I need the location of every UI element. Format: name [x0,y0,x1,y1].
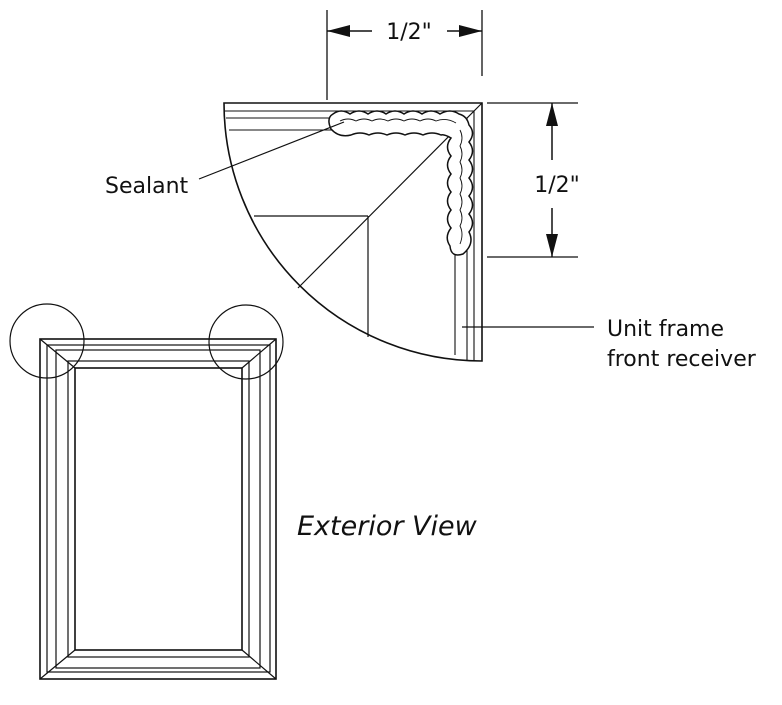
unit-frame-label-line1: Unit frame [607,317,724,342]
miter-bottom-right [241,649,277,680]
miter-bottom-left [39,649,76,680]
dim-v-arrow-bottom [546,234,558,257]
exterior-view-caption: Exterior View [297,511,478,542]
dim-vertical-label: 1/2" [534,173,580,198]
frame-outer [39,338,277,680]
frame-ring-2 [55,349,261,669]
sealant-texture-top [339,118,457,124]
callout-circle-left [9,303,85,379]
sealant-texture-side [459,129,463,245]
frame-ring-1 [46,344,271,673]
sealant-bead [328,110,474,256]
dimension-vertical [487,102,578,258]
sealant-leader-line [198,121,345,180]
miter-top-right [241,338,277,369]
miter-top-left [39,338,76,369]
dim-horizontal-label: 1/2" [386,20,432,45]
exterior-window-frame [39,338,277,680]
unit-frame-label-line2: front receiver [607,347,757,372]
frame-ring-3 [67,360,250,658]
corner-detail [223,102,483,362]
dimension-horizontal [326,10,483,100]
callout-circle-right [208,304,284,380]
sealant-label: Sealant [105,174,189,199]
dim-v-arrow-top [546,103,558,126]
dim-h-arrow-left [327,25,350,37]
frame-inner [74,367,243,651]
dim-h-arrow-right [459,25,482,37]
